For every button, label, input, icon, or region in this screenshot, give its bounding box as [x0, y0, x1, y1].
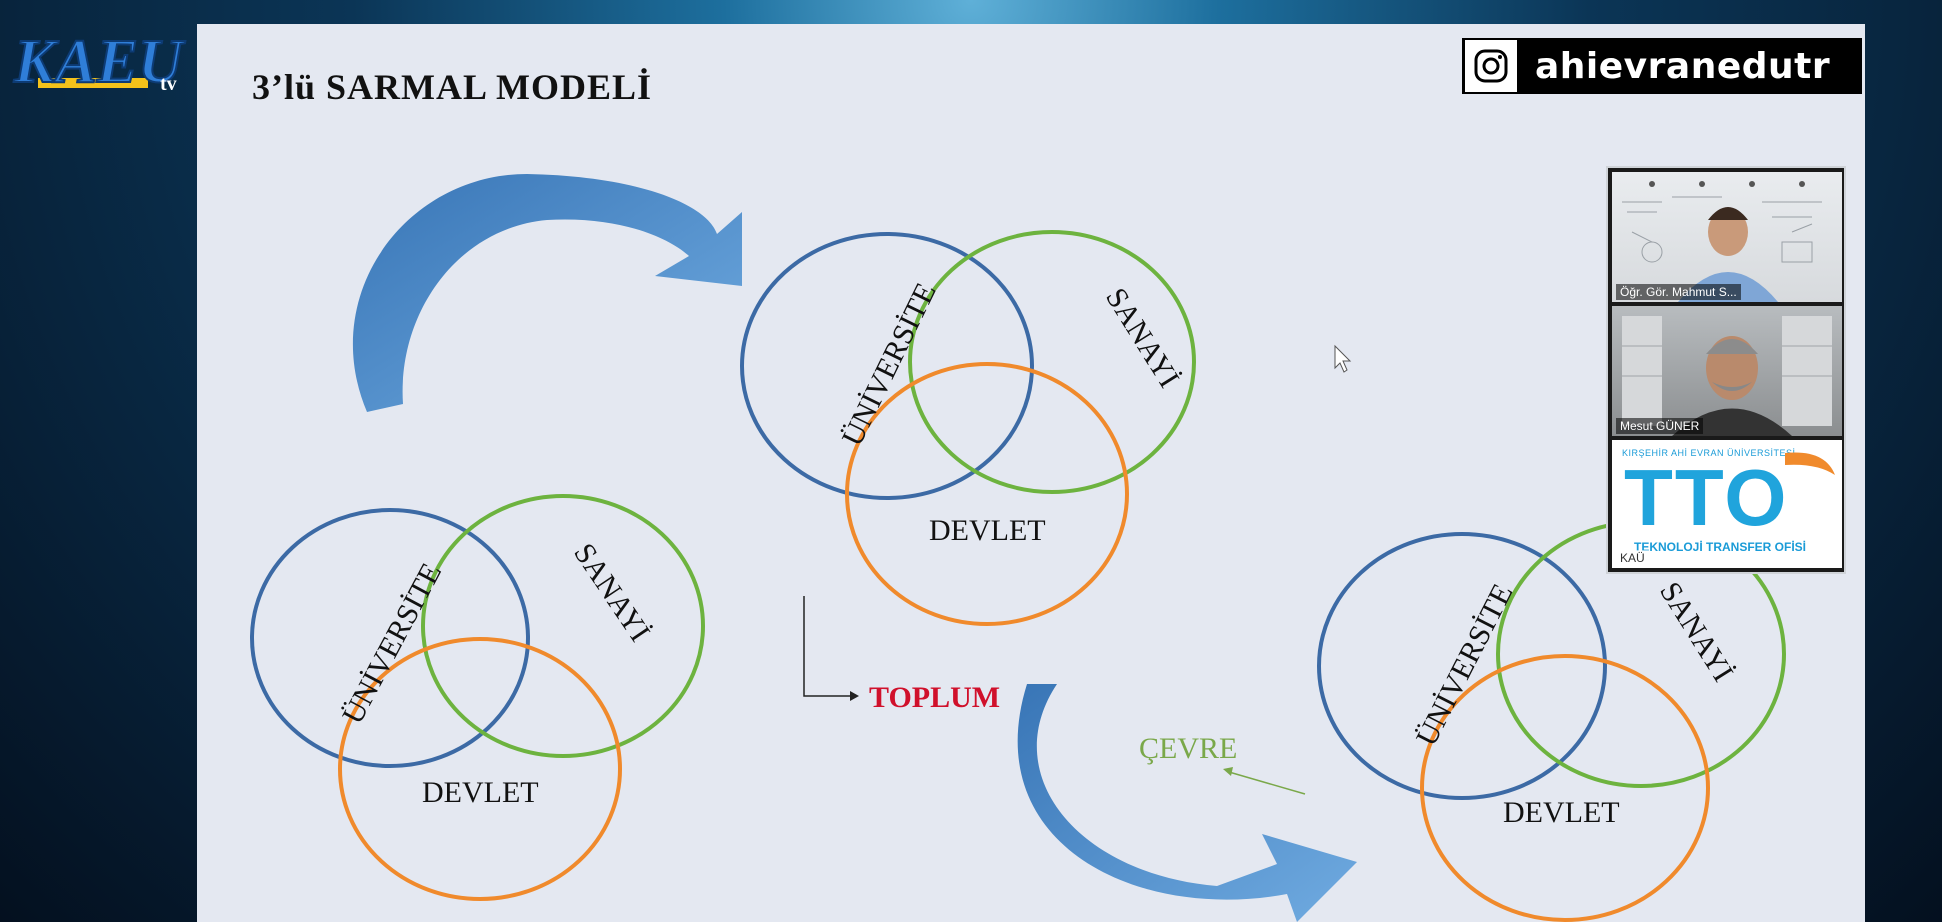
cevre-label: ÇEVRE	[1139, 732, 1237, 765]
circle-devlet	[1420, 654, 1710, 922]
venn-top-sanayi: SANAYİ	[1099, 282, 1186, 393]
venn-left-universite: ÜNİVERSİTE	[336, 558, 448, 729]
slide-title: 3’lü SARMAL MODELİ	[252, 67, 653, 107]
circle-universite	[1317, 532, 1607, 800]
tto-university-name: KIRŞEHİR AHİ EVRAN ÜNİVERSİTESİ	[1622, 448, 1796, 458]
venn-right-universite: ÜNİVERSİTE	[1410, 579, 1520, 751]
tto-logo-text: TTO	[1624, 453, 1789, 542]
participant-2-image	[1622, 316, 1832, 436]
participant-video-1[interactable]: Öğr. Gör. Mahmut S...	[1612, 172, 1842, 302]
curved-arrow-top	[352, 174, 742, 412]
curved-arrow-bottom	[1017, 684, 1357, 922]
cevre-arrow-line	[1228, 771, 1306, 795]
participant-video-2[interactable]: Mesut GÜNER	[1612, 306, 1842, 436]
venn-right: ÜNİVERSİTE SANAYİ DEVLET	[1317, 520, 1786, 922]
circle-universite	[250, 508, 530, 768]
participant-1-image	[1622, 181, 1822, 302]
participant-panel: Öğr. Gör. Mahmut S... Mesut GÜNER KIRŞEH…	[1606, 166, 1846, 574]
venn-top: ÜNİVERSİTE SANAYİ DEVLET	[740, 230, 1196, 626]
presentation-slide: 3’lü SARMAL MODELİ TOPLUM ÇEVRE	[197, 24, 1865, 922]
tto-subtitle: TEKNOLOJİ TRANSFER OFİSİ	[1634, 540, 1807, 554]
circle-universite	[740, 232, 1034, 500]
logo-suffix: tv	[160, 73, 177, 95]
venn-left-devlet: DEVLET	[422, 776, 539, 809]
venn-right-sanayi: SANAYİ	[1653, 576, 1740, 687]
logo-text: KAEU	[13, 28, 186, 96]
triple-helix-diagram: TOPLUM ÇEVRE ÜNİVERSİTE SANAYİ DEVLET ÜN…	[250, 174, 1786, 922]
circle-devlet	[338, 637, 622, 901]
mouse-pointer-icon	[1334, 344, 1352, 373]
cevre-arrowhead	[1223, 767, 1233, 776]
channel-logo: KAEU tv	[10, 18, 200, 98]
toplum-connector	[803, 596, 850, 697]
participant-video-3[interactable]: KIRŞEHİR AHİ EVRAN ÜNİVERSİTESİ TTO TEKN…	[1612, 440, 1842, 568]
tto-logo-accent	[1785, 452, 1835, 475]
kaeu-logo: KAEU tv	[12, 27, 187, 97]
instagram-banner: ahievranedutr	[1462, 38, 1862, 94]
toplum-label: TOPLUM	[869, 681, 1000, 714]
venn-top-devlet: DEVLET	[929, 514, 1046, 547]
participant-2-name: Mesut GÜNER	[1616, 418, 1704, 434]
instagram-icon	[1465, 40, 1517, 92]
venn-left-sanayi: SANAYİ	[567, 537, 656, 647]
circle-sanayi	[421, 494, 705, 758]
circle-sanayi	[908, 230, 1196, 494]
circle-devlet	[845, 362, 1129, 626]
participant-3-name: KAÜ	[1616, 550, 1649, 566]
participant-1-name: Öğr. Gör. Mahmut S...	[1616, 284, 1741, 300]
toplum-arrowhead	[850, 691, 859, 701]
venn-right-devlet: DEVLET	[1503, 796, 1620, 829]
venn-left: ÜNİVERSİTE SANAYİ DEVLET	[250, 494, 705, 901]
instagram-handle: ahievranedutr	[1535, 45, 1831, 87]
